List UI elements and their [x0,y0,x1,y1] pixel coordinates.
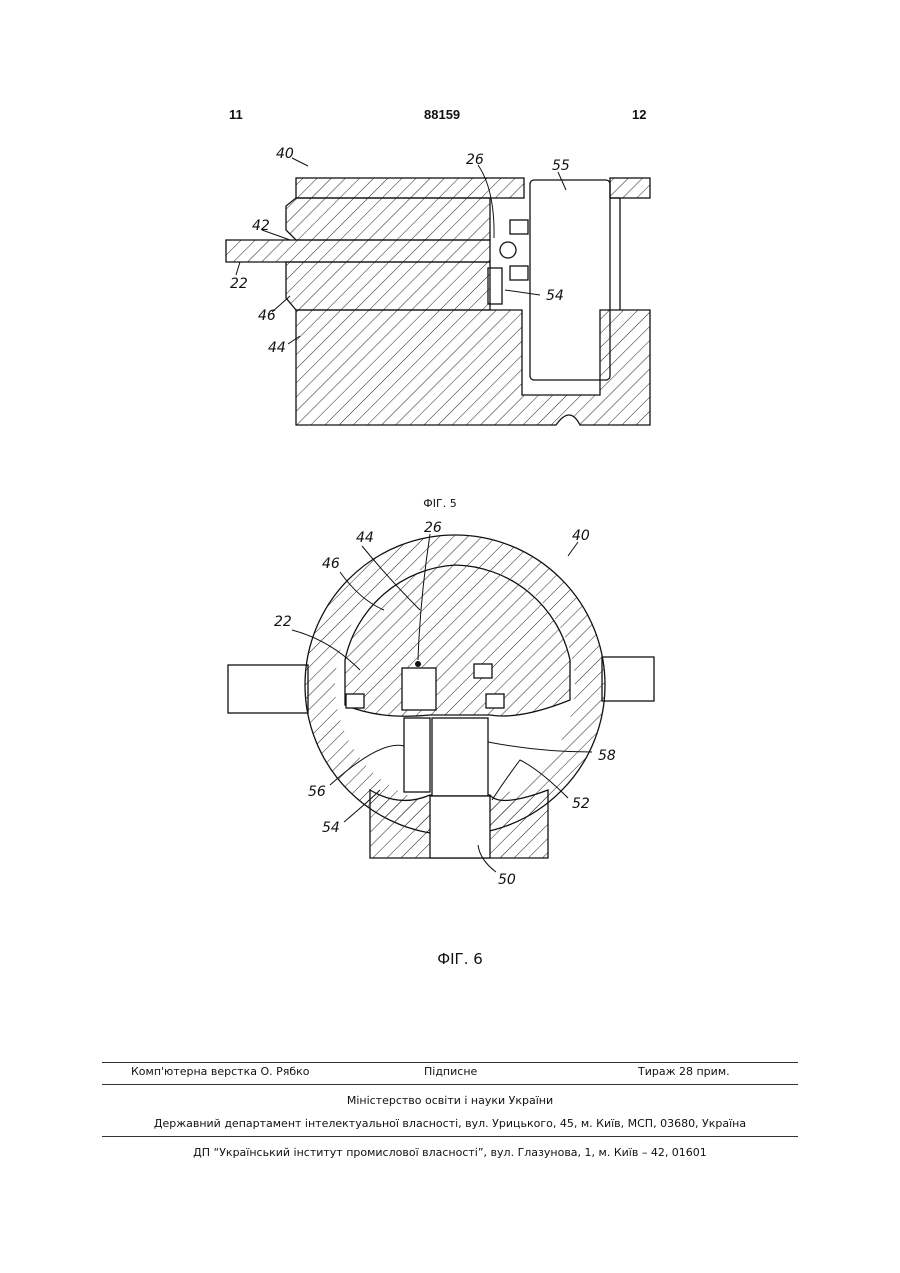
footer-institute: ДП “Український інститут промислової вла… [102,1146,798,1159]
center-block [402,668,436,710]
footer-typesetting: Комп'ютерна верстка О. Рябко [131,1065,310,1078]
cup-55 [530,180,610,380]
footer-department: Державний департамент інтелектуальної вл… [102,1117,798,1130]
part-56 [404,718,430,792]
figure-5-caption: ФІГ. 5 [0,497,880,510]
rod-right [602,657,654,701]
part-58 [432,718,488,796]
top-plate [296,178,524,198]
figure-6-caption: ФІГ. 6 [0,950,900,968]
label-22: 22 [274,614,292,630]
label-40: 40 [276,146,294,162]
label-26: 26 [424,520,442,536]
label-52: 52 [572,796,590,812]
figure-5-drawing: 40 26 55 42 22 54 46 44 [0,140,900,460]
footer-rule-bottom [102,1136,798,1137]
channel-50 [430,796,490,858]
ring-26 [500,242,516,258]
footer-circulation: Тираж 28 прим. [638,1065,730,1078]
footer-signed: Підписне [424,1065,477,1078]
footer-rule-middle [102,1084,798,1085]
label-46: 46 [258,308,276,324]
label-54: 54 [322,820,340,836]
label-44: 44 [356,530,374,546]
lower-body [286,262,490,310]
label-54: 54 [546,288,564,304]
label-26: 26 [466,152,484,168]
label-55: 55 [552,158,570,174]
rod-left [228,665,308,713]
label-50: 50 [498,872,516,888]
base-block-44 [296,310,650,425]
label-46: 46 [322,556,340,572]
footer-ministry: Міністерство освіти і науки України [102,1094,798,1107]
rod-22 [226,240,490,262]
label-56: 56 [308,784,326,800]
figure-6-drawing: 44 26 40 46 22 58 56 52 54 50 [0,510,900,900]
top-plate-right [610,178,650,198]
label-42: 42 [252,218,270,234]
label-58: 58 [598,748,616,764]
label-44: 44 [268,340,286,356]
label-40: 40 [572,528,590,544]
footer-rule-top [102,1062,798,1063]
label-22: 22 [230,276,248,292]
page-number-right: 12 [632,107,646,122]
marker-26 [415,661,421,667]
patent-number: 88159 [424,107,460,122]
upper-body [286,198,490,240]
page-number-left: 11 [229,107,243,122]
